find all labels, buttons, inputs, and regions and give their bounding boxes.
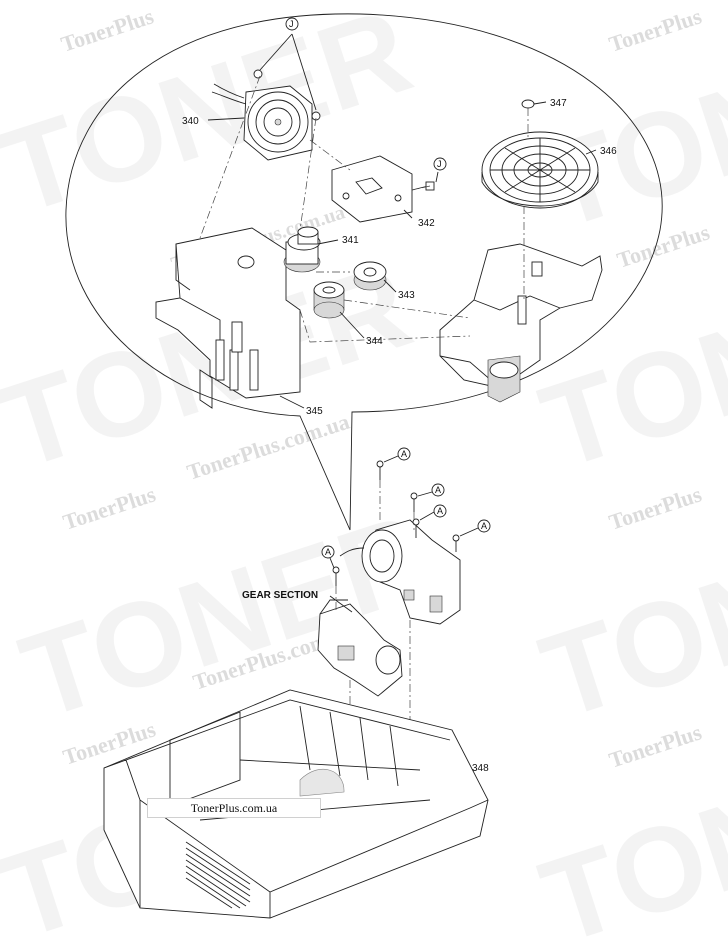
drive-assembly-detail — [439, 243, 603, 403]
watermark-small-6: TonerPlus — [606, 481, 705, 535]
label-344: 344 — [366, 336, 383, 347]
part-341-gear — [283, 226, 321, 273]
tray-front-vents — [185, 841, 251, 909]
callout-j-top: J — [289, 19, 294, 29]
label-340: 340 — [182, 116, 199, 127]
callout-j-right: J — [437, 159, 442, 169]
gear-section-assembly — [317, 519, 461, 697]
callouts-j: J J — [285, 17, 447, 171]
footer-site-box: TonerPlus.com.ua — [147, 798, 321, 818]
callout-a-2: A — [435, 485, 441, 495]
part-number-labels: 340 341 342 343 344 345 346 347 348 — [182, 98, 617, 774]
part-344-gear — [313, 281, 345, 319]
callout-a-4: A — [481, 521, 487, 531]
part-346-large-gear — [481, 131, 599, 209]
label-347: 347 — [550, 98, 567, 109]
part-340-motor — [211, 69, 321, 161]
label-348: 348 — [472, 763, 489, 774]
label-345: 345 — [306, 406, 323, 417]
label-342: 342 — [418, 218, 435, 229]
detail-magnifier — [65, 13, 663, 531]
screws-and-callouts-a: A A A A A — [321, 447, 491, 586]
assembly-lines-detail — [199, 75, 529, 343]
label-346: 346 — [600, 146, 617, 157]
leader-lines — [207, 33, 597, 779]
label-343: 343 — [398, 290, 415, 301]
callout-a-1: A — [401, 449, 407, 459]
label-341: 341 — [342, 235, 359, 246]
part-347-e-ring — [521, 99, 535, 109]
callout-a-5: A — [325, 547, 331, 557]
footer-site-text: TonerPlus.com.ua — [190, 800, 278, 815]
watermark-small-1: TonerPlus — [58, 3, 157, 57]
watermark-small-2: TonerPlus — [606, 3, 705, 57]
part-345-frame — [155, 227, 301, 409]
gear-section-label: GEAR SECTION — [242, 590, 318, 601]
part-343-gear — [353, 261, 387, 291]
watermark-small-5: TonerPlus — [60, 481, 159, 535]
part-342-bracket — [331, 155, 435, 223]
callout-a-3: A — [437, 506, 443, 516]
